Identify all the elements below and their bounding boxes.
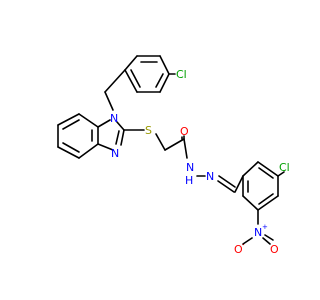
atom-n-imine: N [206, 170, 214, 183]
bond-imine-a [217, 180, 235, 193]
bond-s-to-ch2 [155, 133, 166, 151]
atom-o-nitro-minus: O [234, 243, 243, 256]
bond-nitro-to-o-b [264, 234, 274, 241]
bond-ring-to-cl-right [277, 171, 285, 177]
bond-ch-to-ring [234, 175, 244, 193]
imidazole-ring [97, 119, 125, 151]
bond-carbonyl-to-nh [183, 138, 188, 159]
bond-imine-b [218, 175, 236, 188]
bond-nitro-to-o-minus [242, 237, 253, 245]
atom-n3: N [111, 147, 119, 160]
chloronitrophenyl-ring [242, 161, 279, 211]
nitro-plus-charge: + [262, 223, 268, 231]
benzo-ring [57, 113, 99, 159]
bond-ring-to-ch2 [104, 69, 126, 93]
atom-h: H [185, 174, 193, 187]
chlorophenyl-ring-top [124, 55, 170, 93]
bond-ch2-to-n1 [104, 91, 114, 111]
atom-o-nitro: O [270, 243, 279, 256]
atom-nh: N [186, 161, 194, 174]
atom-n-nitro: N [254, 226, 262, 239]
atom-cl-right: Cl [279, 161, 290, 174]
atom-n1: N [110, 112, 118, 125]
atom-s: S [145, 124, 152, 137]
bond-ch2-to-carbonyl [164, 138, 185, 151]
atom-o-carbonyl: O [180, 125, 189, 138]
molecule-structure: Cl N N S O N H N Cl N + O - O [57, 55, 290, 256]
bond-nitro-to-o-a [262, 237, 271, 245]
atom-cl-top: Cl [176, 68, 187, 81]
nitro-minus-charge: - [242, 241, 245, 249]
